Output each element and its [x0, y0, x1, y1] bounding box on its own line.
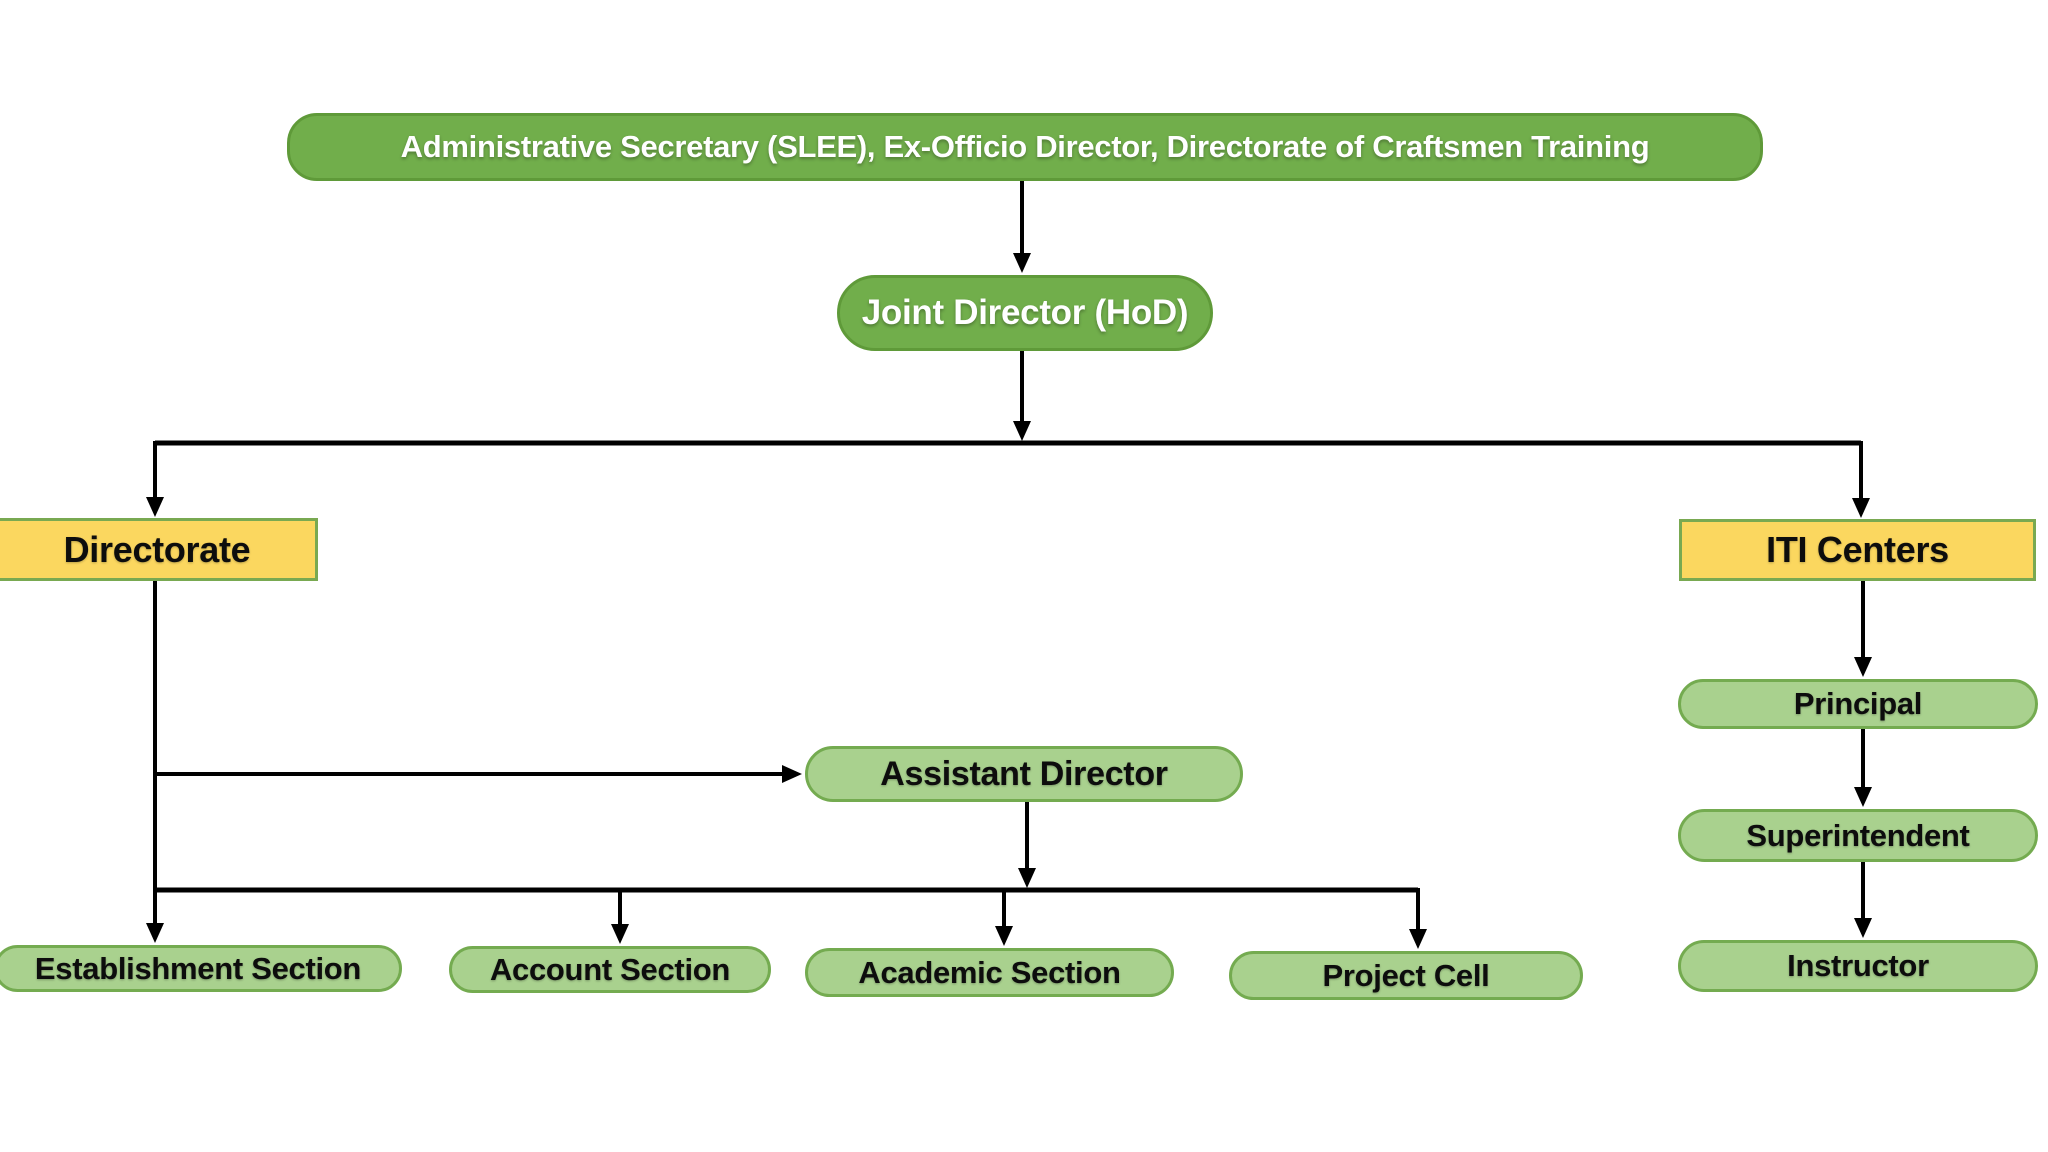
node-account-section: Account Section — [449, 946, 771, 993]
node-directorate: Directorate — [0, 518, 318, 581]
node-joint-director: Joint Director (HoD) — [837, 275, 1213, 351]
node-assistant-director-label: Assistant Director — [880, 754, 1168, 793]
node-iti-centers-label: ITI Centers — [1766, 529, 1949, 570]
node-iti-centers: ITI Centers — [1679, 519, 2036, 581]
node-directorate-label: Directorate — [63, 528, 251, 570]
node-assistant-director: Assistant Director — [805, 746, 1243, 802]
node-principal: Principal — [1678, 679, 2038, 729]
node-instructor: Instructor — [1678, 940, 2038, 992]
node-establishment-section: Establishment Section — [0, 945, 402, 992]
node-project-cell-label: Project Cell — [1322, 957, 1490, 993]
node-establishment-section-label: Establishment Section — [34, 950, 362, 986]
node-superintendent-label: Superintendent — [1746, 817, 1970, 853]
node-admin-secretary-label: Administrative Secretary (SLEE), Ex-Offi… — [400, 129, 1650, 164]
node-principal-label: Principal — [1793, 686, 1923, 721]
node-account-section-label: Account Section — [489, 951, 731, 987]
node-joint-director-label: Joint Director (HoD) — [861, 293, 1189, 332]
node-instructor-label: Instructor — [1787, 948, 1929, 983]
node-academic-section-label: Academic Section — [858, 954, 1121, 990]
node-admin-secretary: Administrative Secretary (SLEE), Ex-Offi… — [287, 113, 1763, 181]
node-superintendent: Superintendent — [1678, 809, 2038, 862]
node-academic-section: Academic Section — [805, 948, 1174, 997]
node-project-cell: Project Cell — [1229, 951, 1583, 1000]
